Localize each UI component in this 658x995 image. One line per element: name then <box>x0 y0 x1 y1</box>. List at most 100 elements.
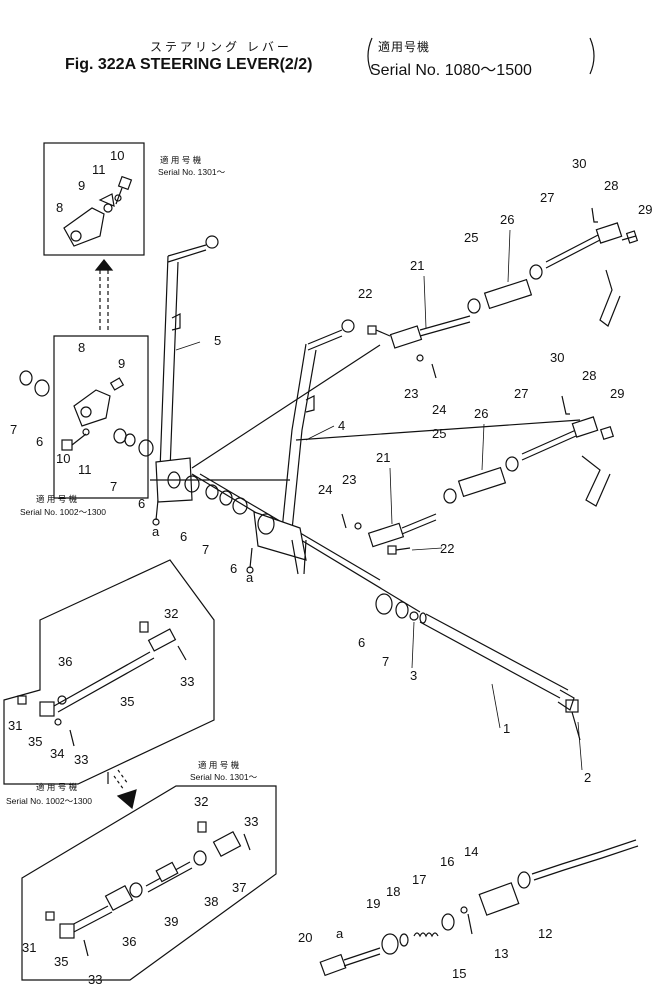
callout-19: 19 <box>366 896 380 911</box>
cotter-part-33-a <box>177 645 187 661</box>
callout-29-lower: 29 <box>610 386 624 401</box>
pin-part-31-1301 <box>45 911 55 921</box>
nut-part-27-lower <box>505 456 519 472</box>
washer-part-34 <box>54 718 62 726</box>
part-14 <box>460 906 468 914</box>
turnbuckle-part-39 <box>145 861 193 893</box>
clevis-part-28-upper <box>545 222 623 327</box>
nut-part-27-upper <box>529 264 543 280</box>
callout-34: 34 <box>50 746 64 761</box>
cotter-part-30-upper <box>591 207 598 223</box>
callout-3: 3 <box>410 668 417 683</box>
pin-part-22-upper <box>367 325 391 337</box>
callout-36-b: 36 <box>122 934 136 949</box>
callout-27-lower: 27 <box>514 386 528 401</box>
bolt-part-10-lower <box>61 433 87 451</box>
cotter-part-30-lower <box>561 395 570 415</box>
rod-part-35-1301 <box>59 884 134 939</box>
callout-26-lower: 26 <box>474 406 488 421</box>
callout-25-upper: 25 <box>464 230 478 245</box>
shaft-part-1 <box>419 612 575 711</box>
arrow-down <box>113 769 137 810</box>
figure-title: Fig. 322A STEERING LEVER(2/2) <box>65 56 313 73</box>
callout-15: 15 <box>452 966 466 981</box>
collar-part-16 <box>441 913 455 931</box>
washer-part-11-lower <box>82 428 90 436</box>
pin-part-22-lower <box>387 545 411 555</box>
bushing-part-6-center <box>184 475 200 493</box>
callout-11-lower: 11 <box>78 462 92 477</box>
bracket-part-8-lower <box>73 389 111 427</box>
callout-32-a: 32 <box>164 606 178 621</box>
note-1002b: Serial No. 1002～1300 <box>6 796 92 806</box>
callout-29-upper: 29 <box>638 202 652 217</box>
pin-part-31-1002 <box>17 695 27 705</box>
callout-30-upper: 30 <box>572 156 586 171</box>
callout-33-b: 33 <box>74 752 88 767</box>
rod-part-12-end <box>531 839 639 881</box>
callout-18: 18 <box>386 884 400 899</box>
note-1301: Serial No. 1301～ <box>158 167 226 177</box>
cotter-part-33-d <box>83 939 89 957</box>
turnbuckle-part-26-upper <box>483 278 533 310</box>
washer-part-11-upper <box>114 194 122 202</box>
nut-part-9-upper <box>103 203 113 213</box>
callout-12: 12 <box>538 926 552 941</box>
bushing-part-6-center2 <box>232 497 248 515</box>
callout-27-upper: 27 <box>540 190 554 205</box>
cotter-part-24-lower <box>341 513 347 529</box>
callout-30-lower: 30 <box>550 350 564 365</box>
bushing-part-6-left <box>34 379 50 397</box>
nut-part-36-1002 <box>57 695 67 705</box>
callout-38: 38 <box>204 894 218 909</box>
pin-part-32-1002 <box>139 621 149 633</box>
bracket-left <box>367 37 373 75</box>
clevis-part-37-1002 <box>147 628 177 652</box>
serial-range-japanese: 適用号機 <box>378 40 431 54</box>
callout-28-upper: 28 <box>604 178 618 193</box>
bolt-part-10-upper <box>115 175 133 205</box>
note-1301b-jp: 適 用 号 機 <box>198 760 240 770</box>
bushing-part-7-shaft <box>395 601 409 619</box>
callout-24-lower: 24 <box>318 482 332 497</box>
washer-part-18 <box>399 933 409 947</box>
callout-16: 16 <box>440 854 454 869</box>
inset-box-1301 <box>43 142 145 256</box>
callout-9-upper: 9 <box>78 178 85 193</box>
link-line-lower <box>295 419 581 441</box>
callout-6-b: 6 <box>138 496 145 511</box>
note-1002-jp: 適 用 号 機 <box>36 494 78 504</box>
pin-part-29-upper <box>621 230 639 244</box>
callout-4: 4 <box>338 418 345 433</box>
bushing-part-6-shaft <box>375 593 393 615</box>
bushing-part-7-left <box>19 370 33 386</box>
ref-a-2: a <box>246 570 254 585</box>
callout-7-d: 7 <box>382 654 389 669</box>
callout-8-upper: 8 <box>56 200 63 215</box>
callout-22-lower: 22 <box>440 541 454 556</box>
note-1002b-jp: 適 用 号 機 <box>36 782 78 792</box>
callout-36-a: 36 <box>58 654 72 669</box>
callout-23-lower: 23 <box>342 472 356 487</box>
callout-7-b: 7 <box>110 479 117 494</box>
spring-part-17 <box>413 932 439 938</box>
callout-32-b: 32 <box>194 794 208 809</box>
callout-26-upper: 26 <box>500 212 514 227</box>
ball-joint-a-left <box>152 499 160 526</box>
callout-33-c: 33 <box>244 814 258 829</box>
callout-numbers: 1 2 3 4 5 6 6 6 6 6 7 7 7 7 8 8 9 9 10 1… <box>8 148 652 987</box>
note-1002: Serial No. 1002～1300 <box>20 507 106 517</box>
callout-11-upper: 11 <box>92 162 106 177</box>
cotter-part-33-b <box>69 729 75 747</box>
nut-part-25-lower <box>443 488 457 504</box>
callout-7-a: 7 <box>10 422 17 437</box>
callout-21-upper: 21 <box>410 258 424 273</box>
lever-part-4 <box>253 319 355 575</box>
callout-5: 5 <box>214 333 221 348</box>
callout-39: 39 <box>164 914 178 929</box>
turnbuckle-part-26-lower <box>457 466 507 498</box>
callout-31-b: 31 <box>22 940 36 955</box>
clevis-part-37-1301 <box>212 830 242 858</box>
callout-6-a: 6 <box>36 434 43 449</box>
